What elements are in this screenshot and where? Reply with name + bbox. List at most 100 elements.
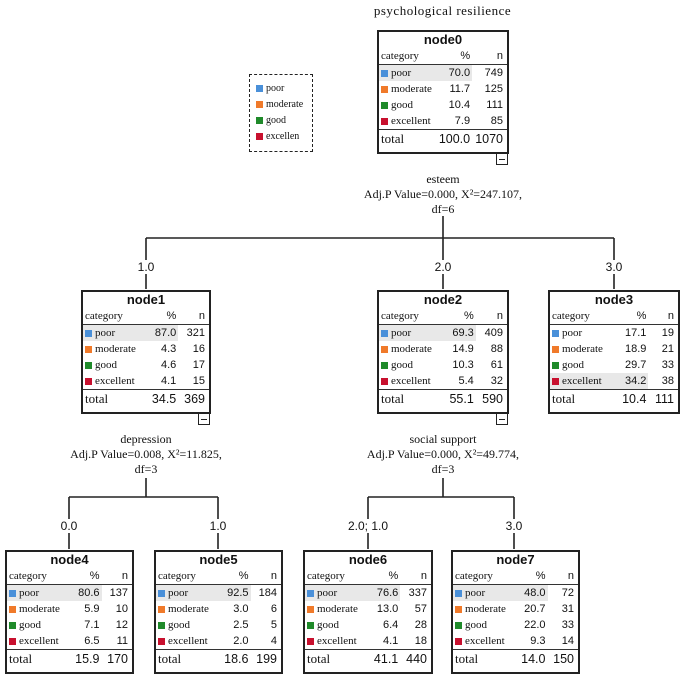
excellent-swatch-icon — [552, 377, 559, 385]
row-category: good — [83, 357, 146, 373]
total-count: 590 — [475, 389, 507, 408]
moderate-swatch-icon — [381, 345, 388, 353]
row-count: 5 — [270, 619, 277, 631]
row-category: poor — [379, 324, 443, 341]
header-category: category — [379, 48, 436, 65]
row-count: 12 — [115, 619, 128, 631]
split-df: df=3 — [134, 462, 158, 476]
split-variable: esteem — [426, 172, 460, 186]
row-count: 184 — [258, 587, 277, 599]
poor-swatch-icon — [9, 589, 16, 597]
split-df: df=6 — [431, 202, 455, 216]
moderate-swatch-icon — [158, 605, 165, 613]
header-percent: % — [515, 568, 548, 585]
row-category: good — [7, 617, 69, 633]
row-count: 72 — [561, 587, 574, 599]
row-percent: 4.1 — [382, 635, 399, 647]
row-percent: 2.0 — [233, 635, 249, 647]
row-count: 749 — [484, 67, 503, 79]
row-percent: 3.0 — [233, 603, 249, 615]
edge-label: 1.0 — [193, 519, 243, 533]
collapse-button[interactable] — [496, 413, 508, 425]
legend-item-poor: poor — [256, 81, 306, 97]
header-category: category — [83, 308, 146, 325]
row-category: excellent — [156, 633, 218, 650]
header-category: category — [379, 308, 443, 325]
node-table-header: category%n — [453, 568, 578, 585]
header-n: n — [547, 568, 578, 585]
row-percent: 4.3 — [160, 343, 177, 355]
row-count: 33 — [561, 619, 574, 631]
node-row-excellent: excellent 4.1 18 — [305, 633, 431, 650]
row-category: moderate — [379, 81, 436, 97]
header-percent: % — [218, 568, 251, 585]
row-count: 16 — [192, 343, 205, 355]
row-count: 409 — [484, 327, 503, 339]
edge-label: 2.0 — [418, 260, 468, 274]
node-table-header: category%n — [7, 568, 132, 585]
total-percent: 15.9 — [69, 649, 102, 668]
poor-swatch-icon — [307, 589, 314, 597]
row-category: excellent — [379, 113, 436, 130]
row-category: good — [550, 357, 615, 373]
edge-label: 0.0 — [44, 519, 94, 533]
row-count: 33 — [661, 359, 674, 371]
node-table-header: category%n — [550, 308, 678, 325]
row-percent: 76.6 — [367, 584, 401, 601]
row-category: excellent — [305, 633, 368, 650]
row-category: moderate — [453, 601, 515, 617]
row-percent: 4.1 — [160, 375, 177, 387]
node-table-header: category%n — [83, 308, 209, 325]
row-count: 38 — [661, 375, 674, 387]
excellent-swatch-icon — [85, 377, 92, 385]
row-count: 11 — [116, 635, 128, 647]
good-swatch-icon — [158, 621, 165, 629]
poor-swatch-icon — [455, 589, 462, 597]
split-df: df=3 — [431, 462, 455, 476]
total-label: total — [305, 649, 368, 668]
header-n: n — [648, 308, 678, 325]
row-count: 28 — [414, 619, 427, 631]
row-count: 321 — [186, 327, 205, 339]
poor-swatch-icon — [158, 589, 165, 597]
good-swatch-icon — [9, 621, 16, 629]
moderate-swatch-icon — [307, 605, 314, 613]
total-percent: 34.5 — [145, 389, 179, 408]
split-statistics: Adj.P Value=0.000, X²=49.774, — [366, 447, 520, 461]
collapse-button[interactable] — [496, 153, 508, 165]
node-id: node3 — [594, 292, 634, 307]
row-count: 18 — [414, 635, 427, 647]
row-percent: 80.6 — [69, 584, 102, 601]
row-percent: 70.0 — [435, 64, 473, 81]
collapse-button[interactable] — [198, 413, 210, 425]
total-count: 199 — [250, 649, 281, 668]
row-category: excellent — [453, 633, 515, 650]
row-category: poor — [7, 584, 70, 601]
total-label: total — [550, 389, 615, 408]
edge-label: 2.0; 1.0 — [338, 519, 398, 533]
